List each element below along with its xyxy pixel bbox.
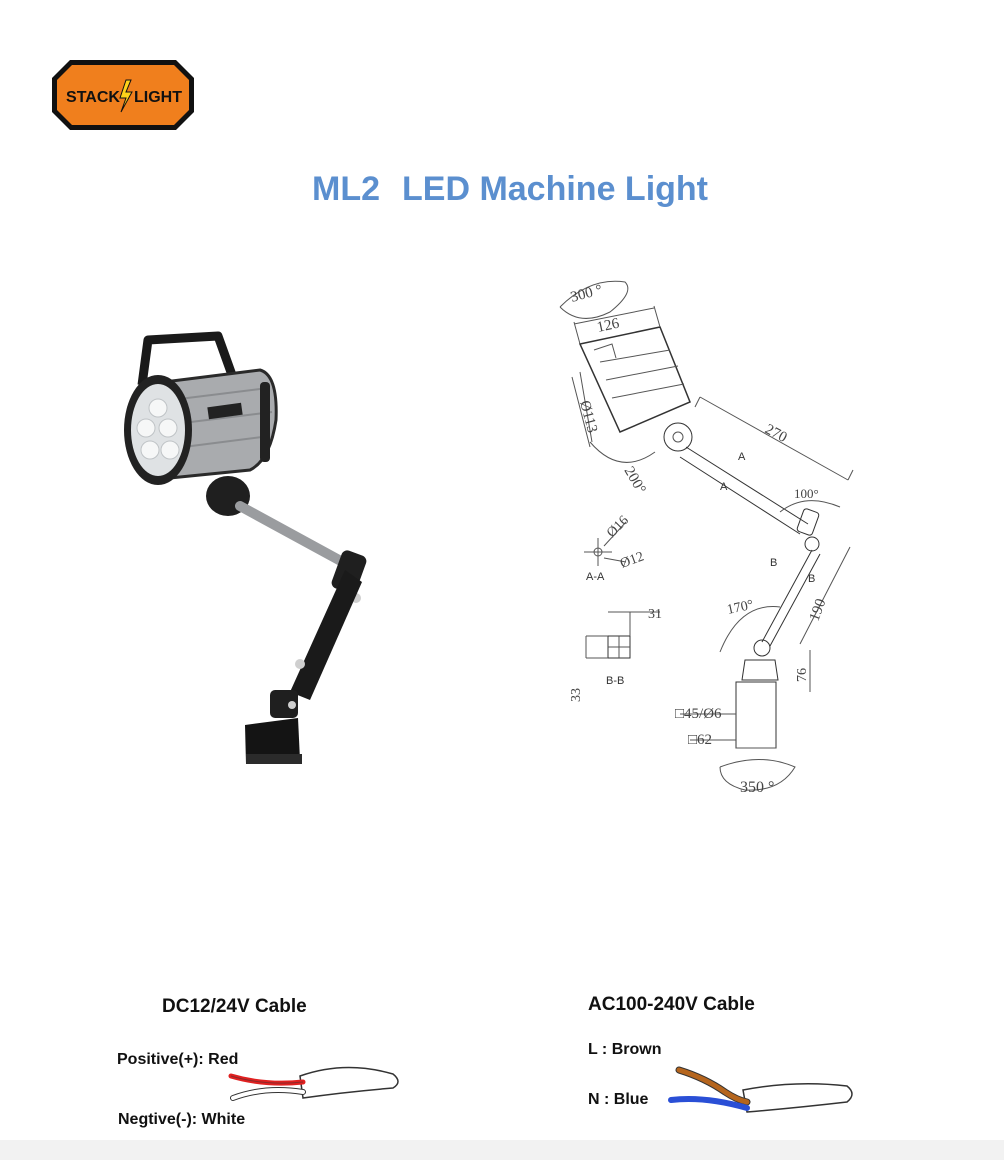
- dim-rot-head: 300 °: [569, 282, 604, 306]
- title-model: ML2: [312, 170, 380, 208]
- footer-bar: [0, 1140, 1004, 1160]
- mark-b-2: B: [808, 573, 815, 585]
- blue-wire: [668, 1096, 750, 1111]
- mark-a-2: A: [720, 481, 728, 493]
- dc-cable-title: DC12/24V Cable: [162, 996, 307, 1017]
- dim-angle-top: 100°: [794, 486, 819, 501]
- dim-bb-h: 33: [569, 688, 584, 702]
- technical-drawing: 300 ° 126 Ø113 200° 270 100° 170° 190 76…: [559, 280, 854, 796]
- dim-base-b: □62: [688, 732, 712, 748]
- brand-logo: STACK LIGHT: [52, 60, 194, 130]
- ac-n-label: N : Blue: [588, 1091, 649, 1108]
- dim-width: 126: [596, 315, 622, 335]
- ac-l-label: L : Brown: [588, 1041, 662, 1058]
- dim-diameter: Ø113: [576, 399, 600, 435]
- label-section-bb: B-B: [606, 675, 624, 687]
- dim-len-b: 190: [807, 597, 830, 624]
- dim-bb-w: 31: [648, 607, 662, 622]
- dim-pipe-inner: Ø12: [618, 549, 646, 571]
- dim-rot-base: 350 °: [740, 779, 774, 796]
- page-title: ML2 LED Machine Light: [0, 170, 1004, 209]
- dc-negative-label: Negtive(-): White: [118, 1111, 246, 1128]
- title-name: LED Machine Light: [402, 170, 708, 208]
- lightning-icon: [119, 79, 133, 113]
- dim-base-a: □45/Ø6: [675, 706, 722, 722]
- red-wire: [228, 1073, 306, 1086]
- dim-len-base: 76: [795, 668, 810, 682]
- dim-rot-tilt: 200°: [621, 464, 649, 497]
- brown-wire: [676, 1067, 750, 1105]
- dim-pipe-outer: Ø16: [604, 513, 632, 541]
- dim-arm-len: 270: [762, 421, 789, 446]
- label-section-aa: A-A: [586, 571, 605, 583]
- product-photo: [124, 331, 367, 764]
- dim-angle-mid: 170°: [726, 598, 755, 618]
- mark-b-1: B: [770, 557, 777, 569]
- ac-cable-title: AC100-240V Cable: [588, 994, 755, 1015]
- mark-a-1: A: [738, 451, 746, 463]
- dc-positive-label: Positive(+): Red: [117, 1051, 239, 1068]
- dc-cable-drawing: [228, 1066, 399, 1101]
- logo-text-left: STACK: [66, 89, 120, 106]
- logo-text-right: LIGHT: [134, 89, 182, 106]
- ac-cable-drawing: [668, 1066, 853, 1113]
- white-wire: [231, 1088, 305, 1100]
